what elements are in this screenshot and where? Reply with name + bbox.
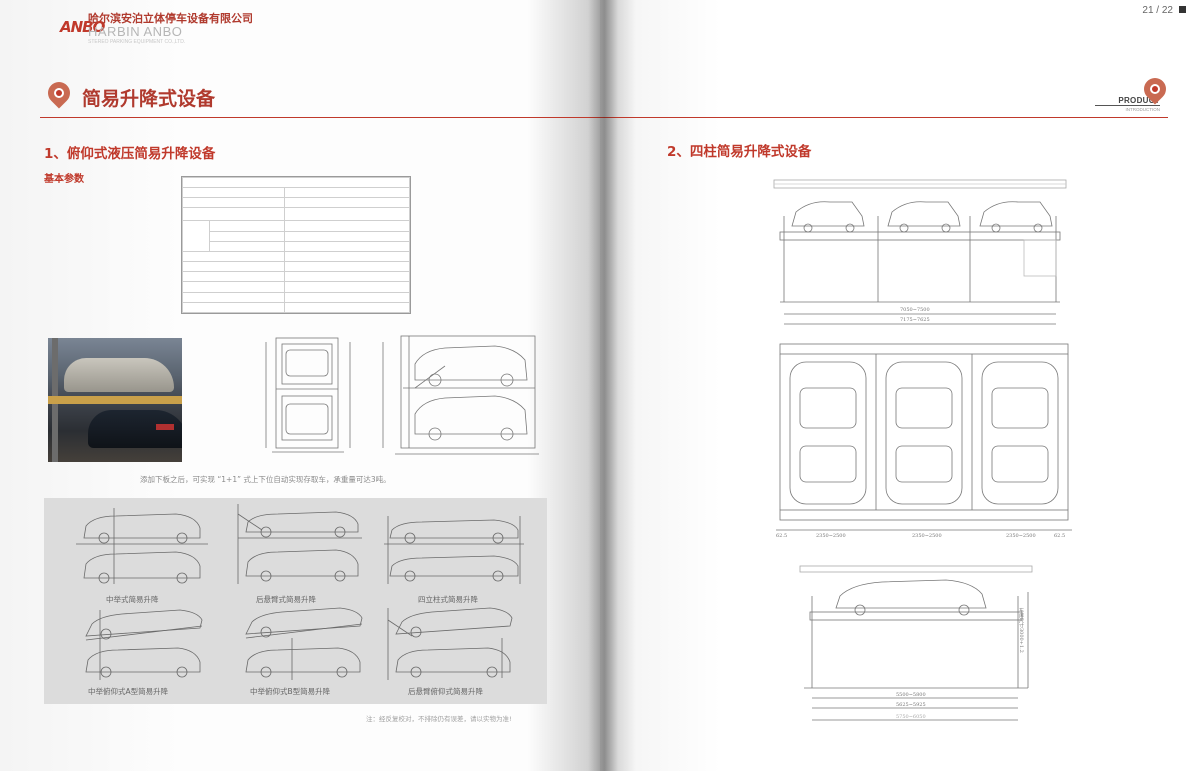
section-divider (40, 117, 600, 118)
company-name-cn: 哈尔滨安泊立体停车设备有限公司 (88, 12, 253, 25)
disclaimer-note: 注：经反复校对，不排除仍有误差，请以实物为准! (366, 715, 512, 723)
drawing-caption: 添加下板之后，可实现 “1+1” 式上下位自动实现存取车，承重量可达3吨。 (140, 475, 391, 484)
variant-drawing-2 (237, 504, 362, 584)
page-number-text: 21 / 22 (1142, 5, 1173, 16)
product-label: PRODUCT (1118, 96, 1160, 105)
company-name-en: HARBIN ANBO (88, 24, 183, 39)
dim-vertical: 车库尺寸3000+1.2 (1018, 608, 1024, 653)
company-logo: ANBO 哈尔滨安泊立体停车设备有限公司 HARBIN ANBO STEREO … (60, 10, 280, 45)
page-number: 21 / 22 (1142, 5, 1186, 16)
section-title: 简易升降式设备 (82, 88, 216, 110)
variants-panel: 中举式简易升降 后悬臂式简易升降 四立柱式简易升降 中举俯仰式A型简易升降 中举… (44, 498, 547, 704)
dim-plan-5: 62.5 (1054, 533, 1066, 539)
product-sub-label: INTRODUCTION (1095, 105, 1160, 112)
side-elevation-drawing (375, 330, 545, 460)
variant-caption-4: 中举俯仰式A型简易升降 (88, 687, 169, 696)
dim-front-2: 7175~7625 (900, 317, 930, 323)
dim-front-1: 7050~7500 (900, 307, 930, 313)
variant-drawing-3 (384, 516, 524, 584)
item1-title: 1、俯仰式液压简易升降设备 (44, 146, 216, 162)
variant-caption-2: 后悬臂式简易升降 (256, 595, 316, 604)
front-elevation-drawing (262, 334, 356, 456)
four-post-side-elevation: 5500~5800 5625~5925 5750~6050 车库尺寸3000+1… (796, 562, 1036, 730)
basic-params-label: 基本参数 (44, 174, 84, 185)
dim-plan-2: 2350~2500 (816, 533, 846, 539)
dim-side-1: 5500~5800 (896, 692, 926, 698)
spec-table-image (181, 176, 411, 314)
variant-drawing-6 (387, 607, 513, 680)
variant-caption-3: 四立柱式简易升降 (418, 595, 478, 604)
variant-caption-6: 后悬臂俯仰式简易升降 (408, 687, 483, 696)
four-post-front-elevation: 7050~7500 7175~7625 (770, 176, 1070, 328)
variant-caption-5: 中举俯仰式B型简易升降 (250, 687, 331, 696)
dim-plan-3: 2350~2500 (912, 533, 942, 539)
location-pin-icon (43, 77, 75, 110)
dim-side-2: 5625~5925 (896, 702, 926, 708)
location-pin-icon (1139, 73, 1171, 106)
section-divider (600, 117, 1168, 118)
variant-caption-1: 中举式简易升降 (106, 595, 159, 604)
book-gutter-shadow (588, 0, 618, 771)
square-icon (1179, 6, 1186, 13)
left-page: ANBO 哈尔滨安泊立体停车设备有限公司 HARBIN ANBO STEREO … (0, 0, 600, 771)
variant-drawing-5 (245, 607, 363, 680)
right-page: 21 / 22 PRODUCT INTRODUCTION 2、四柱简易升降式设备 (600, 0, 1203, 771)
parking-photo (48, 338, 182, 462)
four-post-plan-view: 62.5 2350~2500 2350~2500 2350~2500 62.5 (776, 340, 1072, 542)
company-name-en-small: STEREO PARKING EQUIPMENT CO.,LTD. (88, 39, 186, 45)
item2-title: 2、四柱简易升降式设备 (667, 144, 812, 160)
dim-plan-4: 2350~2500 (1006, 533, 1036, 539)
logo-mark: ANBO (60, 18, 105, 36)
variant-drawing-1 (76, 508, 208, 584)
dim-side-3: 5750~6050 (896, 714, 926, 720)
product-introduction-label: PRODUCT INTRODUCTION (1095, 96, 1160, 112)
dim-plan-1: 62.5 (776, 533, 788, 539)
variant-drawing-4 (85, 609, 203, 680)
